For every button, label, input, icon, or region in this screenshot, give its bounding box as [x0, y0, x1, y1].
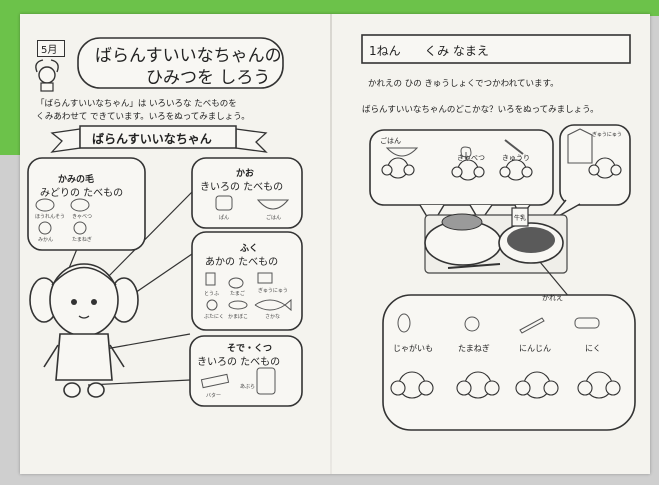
milk-carton-text: 牛乳: [514, 215, 527, 222]
hair-item-1: ほうれんそう: [35, 214, 66, 220]
clothes-item-6: さかな: [265, 314, 281, 320]
top-item-cucumber: きゅうり: [502, 154, 530, 162]
mascot-girl: [29, 263, 139, 398]
clothes-item-1: ぎゅうにゅう: [258, 288, 288, 294]
clothes-part: ふく: [240, 244, 259, 254]
title-line-1: ばらんすいいなちゃんの: [95, 46, 282, 66]
clothes-item-5: ぶたにく: [204, 314, 224, 320]
hair-item-3: みかん: [38, 237, 54, 243]
face-group: きいろの たべもの: [200, 182, 284, 193]
name-header: 1ねん くみ なまえ: [369, 44, 489, 58]
intro-line-1: 「ばらんすいいなちゃん」は いろいろな たべものを: [36, 99, 237, 109]
month-badge: [37, 40, 65, 57]
bottom-item-carrot: にんじん: [519, 344, 551, 353]
face-item-1: ぱん: [219, 215, 230, 221]
bottom-item-meat: にく: [585, 344, 601, 353]
hair-group: みどりの たべもの: [40, 188, 124, 199]
milk-label: ぎゅうにゅう: [592, 132, 622, 138]
banner-text: ばらんすいいなちゃん: [92, 132, 212, 146]
shoes-part: そで・くつ: [227, 344, 273, 354]
page-fold: [330, 14, 332, 474]
clothes-item-3: とうふ: [204, 291, 220, 297]
bottom-item-potato: じゃがいも: [393, 344, 433, 353]
bottom-item-onion: たまねぎ: [458, 344, 490, 353]
shoes-item-2: あぶら: [240, 384, 256, 390]
clothes-item-4: かまぼこ: [228, 314, 249, 320]
shoes-item-1: バター: [206, 393, 222, 399]
description-line-2: ばらんすいいなちゃんのどこかな？いろをぬってみましょう。: [362, 105, 599, 115]
face-part: かお: [236, 169, 255, 179]
hair-item-4: たまねぎ: [72, 237, 92, 243]
top-item-cabbage: きゃべつ: [457, 154, 485, 162]
title-line-2: ひみつを しろう: [146, 68, 271, 88]
face-item-2: ごはん: [266, 215, 282, 221]
curry-label: かれえ: [542, 294, 563, 302]
shoes-group: きいろの たべもの: [197, 357, 281, 368]
hair-part: かみの毛: [58, 175, 95, 185]
green-frame-top: [0, 0, 659, 16]
month-label: 5月: [41, 45, 58, 56]
hair-item-2: きゃべつ: [72, 214, 93, 220]
description-line-1: かれえの ひの きゅうしょくでつかわれています。: [368, 79, 559, 89]
intro-line-2: くみあわせて できています。いろをぬってみましょう。: [36, 112, 250, 122]
clothes-group: あかの たべもの: [205, 257, 279, 268]
top-item-rice: ごはん: [380, 137, 401, 145]
clothes-item-2: たまご: [230, 291, 245, 297]
